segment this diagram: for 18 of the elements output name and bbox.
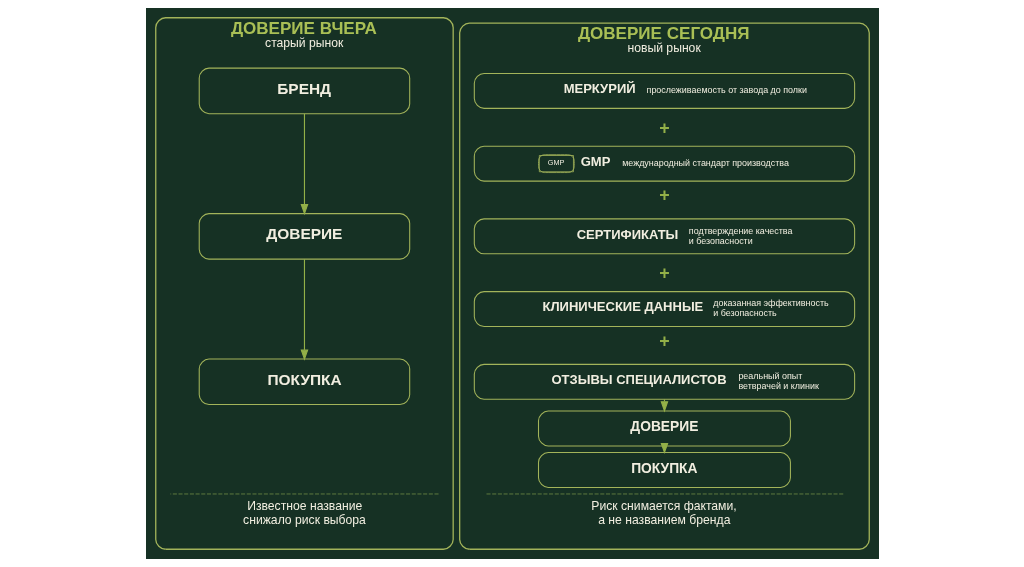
node-box: GMP GMP международный стандарт производства [473, 145, 855, 182]
arrow [300, 113, 308, 216]
node-box: МЕРКУРИЙ прослеживаемость от завода до полки [473, 72, 855, 109]
node-box: ОТЗЫВЫ СПЕЦИАЛИСТОВ реальный опыт ветврачей и клиник [473, 363, 855, 400]
label: + [658, 263, 670, 284]
node-box: БРЕНД [198, 67, 410, 115]
label: Известное название снижало риск выбора [242, 499, 366, 528]
node-box: ПОКУПКА [198, 358, 410, 406]
label: Риск снимается фактами, а не названием бренда [590, 499, 737, 528]
label: + [658, 185, 670, 206]
node-box: СЕРТИФИКАТЫ подтверждение качества и безопасности [473, 218, 855, 255]
node-box: ПОКУПКА [537, 452, 791, 488]
label: + [658, 330, 670, 351]
label: + [658, 117, 670, 138]
node-box: ДОВЕРИЕ [198, 213, 410, 260]
arrow [300, 258, 308, 361]
arrow [660, 398, 668, 413]
node-box: КЛИНИЧЕСКИЕ ДАННЫЕ доказанная эффективность и безопасность [473, 291, 855, 328]
